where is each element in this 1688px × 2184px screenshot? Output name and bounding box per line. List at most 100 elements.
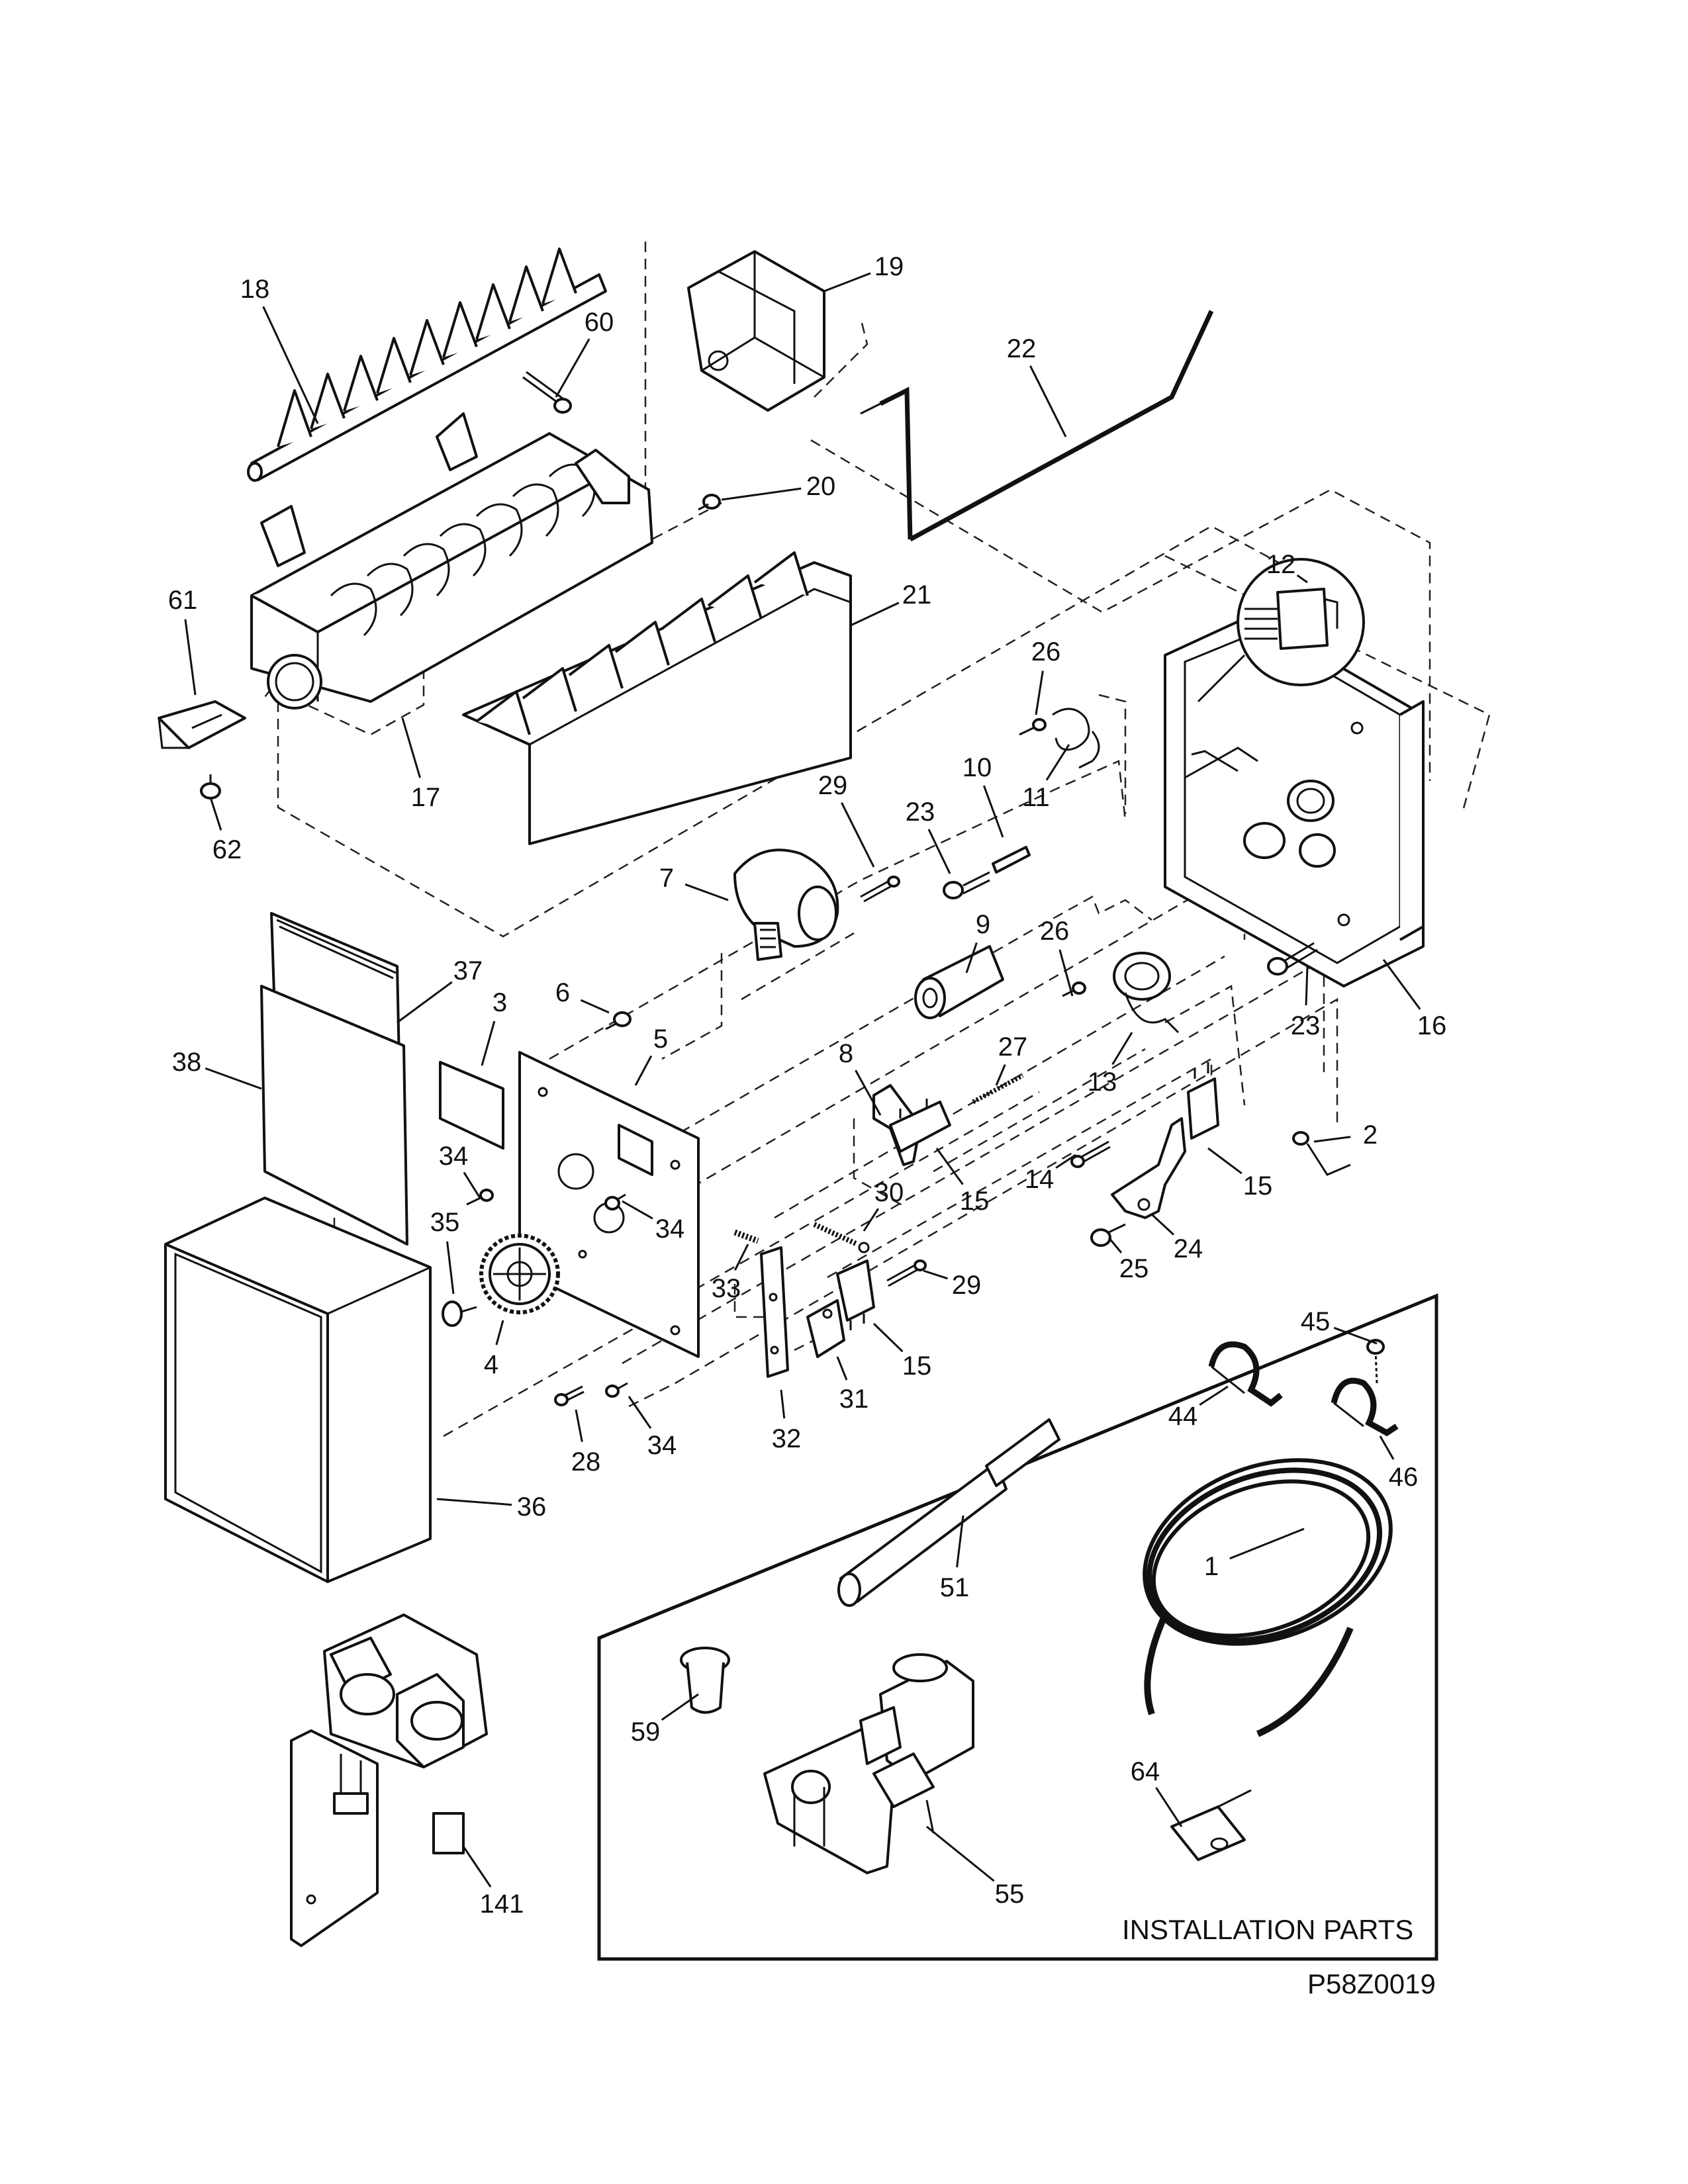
callout-leader-line bbox=[397, 981, 453, 1024]
callout-leader-line bbox=[734, 1244, 749, 1271]
callout-leader-line bbox=[1045, 744, 1070, 781]
part-31-plate bbox=[806, 1299, 845, 1358]
callout-number: 11 bbox=[1022, 783, 1050, 812]
callout-number: 34 bbox=[439, 1142, 469, 1171]
callout-number: 23 bbox=[1291, 1011, 1321, 1040]
callout-leader-line bbox=[1150, 1213, 1175, 1236]
callout-leader-line bbox=[684, 883, 729, 901]
part-7-motor bbox=[733, 848, 839, 961]
part-64-clip bbox=[1170, 1789, 1252, 1861]
part-1-tubing bbox=[1143, 1458, 1393, 1737]
callout-number: 25 bbox=[1119, 1254, 1149, 1283]
callout-c44: 44 bbox=[1168, 1385, 1229, 1431]
callout-leader-line bbox=[721, 487, 802, 501]
part-6-screw bbox=[605, 1011, 632, 1030]
part-34-screw-b bbox=[604, 1193, 626, 1210]
callout-c25: 25 bbox=[1107, 1237, 1149, 1283]
callout-leader-line bbox=[1058, 949, 1074, 997]
part-61-bracket bbox=[158, 700, 246, 749]
callout-leader-line bbox=[780, 1389, 786, 1419]
callout-leader-line bbox=[184, 619, 197, 696]
part-21-stripper bbox=[462, 551, 852, 845]
part-46-clamp bbox=[1331, 1377, 1399, 1437]
callout-c62: 62 bbox=[209, 797, 242, 864]
callout-number: 9 bbox=[976, 910, 990, 939]
part-34-screw-c bbox=[605, 1382, 628, 1398]
callout-leader-line bbox=[956, 1515, 964, 1568]
part-15-switch-c bbox=[836, 1259, 875, 1330]
part-15-switch-b bbox=[1187, 1062, 1219, 1140]
callout-c27: 27 bbox=[995, 1032, 1027, 1086]
callout-number: 19 bbox=[874, 252, 904, 281]
part-27-spring bbox=[972, 1073, 1024, 1105]
part-17-mold bbox=[250, 412, 653, 709]
callout-c18: 18 bbox=[240, 275, 319, 424]
part-44-clamp bbox=[1208, 1341, 1283, 1407]
callout-number: 12 bbox=[1266, 550, 1296, 579]
part-9-shaft bbox=[914, 945, 1004, 1019]
callout-c3: 3 bbox=[481, 988, 507, 1066]
callout-leader-line bbox=[926, 1825, 995, 1882]
part-15-switch-a bbox=[889, 1099, 951, 1153]
callout-c34b: 34 bbox=[622, 1200, 684, 1244]
callout-number: 34 bbox=[647, 1431, 677, 1460]
callout-leader-line bbox=[1199, 1385, 1229, 1406]
callout-number: 60 bbox=[585, 308, 614, 337]
callout-leader-line bbox=[401, 717, 421, 778]
callout-leader-line bbox=[841, 802, 875, 868]
part-35-washer bbox=[442, 1300, 477, 1327]
callout-c51: 51 bbox=[940, 1515, 970, 1602]
callout-leader-line bbox=[462, 1846, 492, 1888]
callout-number: 37 bbox=[453, 956, 483, 985]
part-20-screw bbox=[698, 494, 721, 511]
callout-c15a: 15 bbox=[935, 1148, 989, 1216]
part-24-lever bbox=[1111, 1117, 1186, 1219]
callout-leader-line bbox=[823, 272, 871, 293]
part-55-valve bbox=[763, 1653, 974, 1874]
part-34-screw-a bbox=[466, 1189, 494, 1206]
part-26-screw-top bbox=[1019, 718, 1047, 736]
part-62-screw bbox=[200, 774, 221, 799]
part-23-screw-right bbox=[1267, 942, 1318, 976]
callout-leader-line bbox=[209, 797, 222, 831]
installation-parts-box bbox=[597, 1293, 1438, 1961]
part-29-screw-top bbox=[860, 876, 900, 903]
callout-leader-line bbox=[872, 1322, 904, 1353]
callout-c29b: 29 bbox=[923, 1269, 981, 1300]
callout-c26a: 26 bbox=[1031, 637, 1060, 715]
callout-number: 62 bbox=[212, 835, 242, 864]
callout-c45: 45 bbox=[1301, 1307, 1378, 1345]
callout-number: 45 bbox=[1301, 1307, 1331, 1336]
callout-leader-line bbox=[580, 999, 610, 1014]
part-29-screw-bottom bbox=[886, 1259, 927, 1287]
callout-number: 21 bbox=[902, 580, 932, 610]
callout-leader-line bbox=[927, 829, 951, 874]
callout-number: 29 bbox=[818, 771, 848, 800]
part-59-cap bbox=[680, 1647, 730, 1714]
callout-leader-line bbox=[1035, 670, 1044, 715]
callout-number: 32 bbox=[772, 1424, 802, 1453]
callout-leader-line bbox=[1382, 959, 1421, 1010]
callout-c22: 22 bbox=[1007, 334, 1067, 437]
callout-number: 35 bbox=[430, 1208, 460, 1237]
callout-leader-line bbox=[850, 602, 900, 627]
callout-c34c: 34 bbox=[628, 1396, 677, 1460]
callout-leader-line bbox=[1379, 1435, 1395, 1460]
callout-c141: 141 bbox=[462, 1846, 524, 1919]
callout-c6: 6 bbox=[555, 978, 610, 1014]
callout-leader-line bbox=[661, 1693, 699, 1721]
callout-c55: 55 bbox=[926, 1825, 1024, 1909]
part-28-screw bbox=[554, 1385, 585, 1406]
callout-number: 7 bbox=[659, 864, 674, 893]
callout-c23b: 23 bbox=[1291, 966, 1321, 1040]
callout-leader-line bbox=[446, 1241, 455, 1295]
callout-number: 28 bbox=[571, 1447, 601, 1477]
callout-number: 4 bbox=[484, 1350, 498, 1379]
callout-leader-line bbox=[481, 1021, 496, 1066]
callout-c16: 16 bbox=[1382, 959, 1446, 1040]
callout-c15c: 15 bbox=[872, 1322, 931, 1381]
callout-number: 31 bbox=[839, 1385, 869, 1414]
callout-number: 51 bbox=[940, 1573, 970, 1602]
callout-c5: 5 bbox=[634, 1024, 668, 1086]
